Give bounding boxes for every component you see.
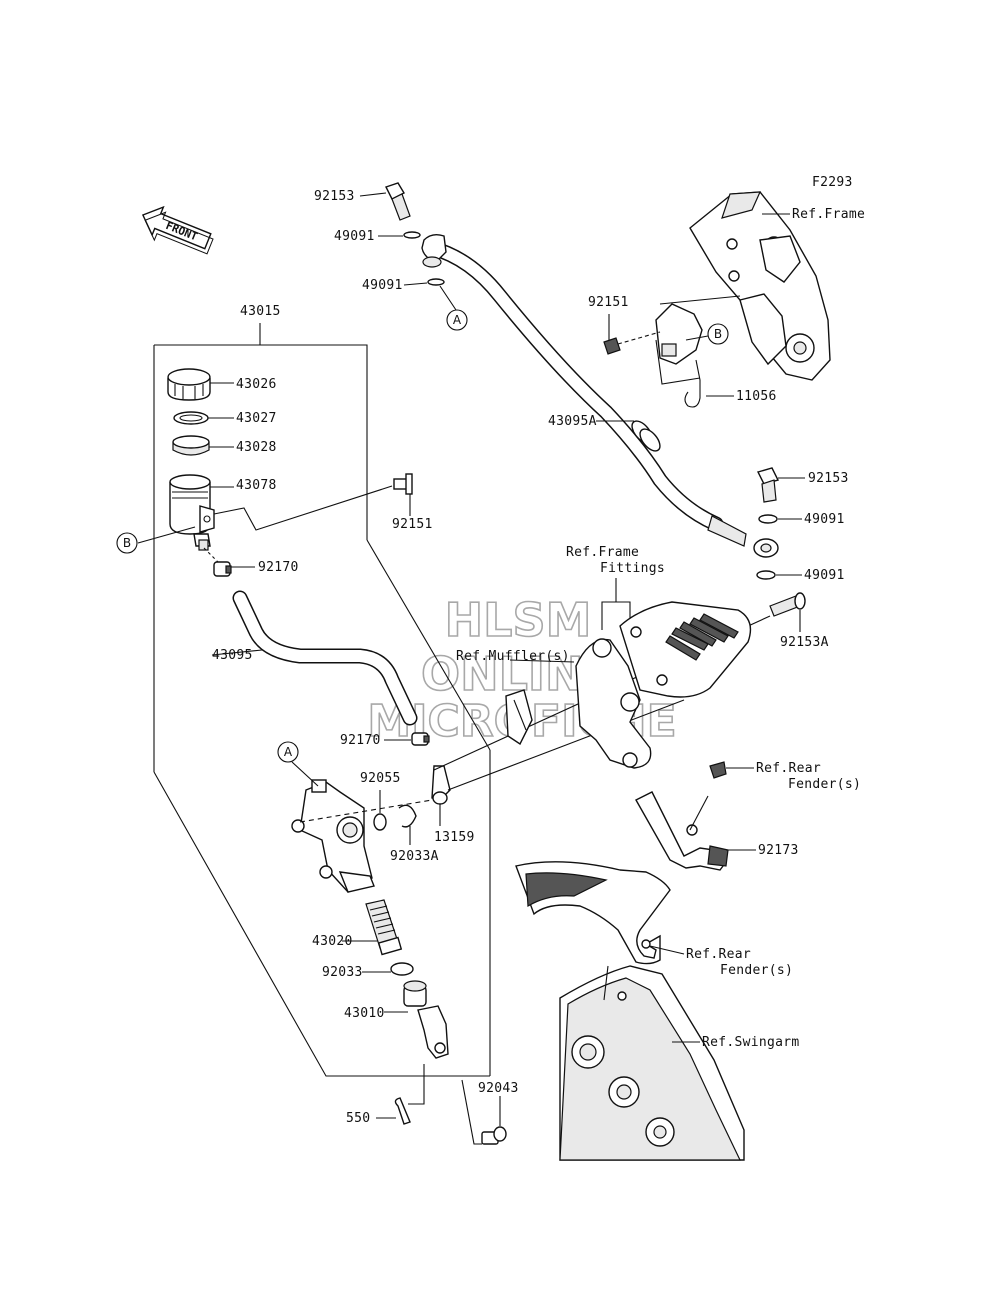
circlip-92033: [390, 962, 414, 976]
washer-49091-4: [756, 570, 776, 580]
callout-b-left-text: B: [123, 536, 131, 550]
label-92151-top: 92151: [588, 295, 629, 310]
reservoir-assembly-group: 43015: [153, 304, 491, 1077]
callout-a-top-text: A: [453, 313, 462, 327]
label-ref-frame-fittings-1: Ref.Frame: [566, 545, 639, 560]
clamp-92170-top: [213, 561, 232, 577]
callout-a-top: [446, 309, 468, 331]
swingarm: [559, 965, 745, 1161]
circlip-92033A: [398, 804, 417, 828]
rear-fender-bracket: [635, 791, 729, 871]
label-ref-rear-fender-2a: Ref.Rear: [686, 947, 751, 962]
callout-a-left: [277, 741, 299, 763]
label-ref-frame-top: Ref.Frame: [792, 207, 865, 222]
label-92153A: 92153A: [780, 635, 829, 650]
clamp-92170-bottom: [411, 732, 430, 746]
label-49091-4: 49091: [804, 568, 845, 583]
bolt-92151-mid: [393, 473, 413, 495]
reservoir-diaphragm: [172, 435, 210, 456]
frame-top-right: [689, 191, 831, 381]
label-92153-right: 92153: [808, 471, 849, 486]
label-92151-mid: 92151: [392, 517, 433, 532]
reservoir-bracket: [655, 303, 703, 408]
label-ref-rear-fender-1b: Fender(s): [788, 777, 861, 792]
label-43020: 43020: [312, 934, 353, 949]
cotter-pin-550: [394, 1097, 411, 1125]
label-43028: 43028: [236, 440, 277, 455]
washer-49091-2: [427, 278, 445, 286]
label-13159: 13159: [434, 830, 475, 845]
label-550: 550: [346, 1111, 370, 1126]
o-ring-92055: [373, 813, 387, 831]
label-43095: 43095: [212, 648, 253, 663]
master-cylinder-body: [291, 779, 375, 893]
banjo-bolt-92153-top: [385, 182, 411, 221]
label-92173: 92173: [758, 843, 799, 858]
label-11056: 11056: [736, 389, 777, 404]
label-92170-bottom: 92170: [340, 733, 381, 748]
front-arrow-icon: FRONT: [141, 205, 214, 255]
label-92055: 92055: [360, 771, 401, 786]
label-92153-top: 92153: [314, 189, 355, 204]
label-49091-1: 49091: [334, 229, 375, 244]
label-ref-mufflers: Ref.Muffler(s): [456, 649, 570, 664]
washer-49091-3: [758, 514, 778, 524]
label-ref-rear-fender-1a: Ref.Rear: [756, 761, 821, 776]
fender-bolt: [709, 761, 727, 779]
label-43095A: 43095A: [548, 414, 597, 429]
label-43010: 43010: [344, 1006, 385, 1021]
watermark-line-1: HLSM: [445, 593, 592, 647]
hose-43095: [232, 590, 418, 726]
brake-hose-43095A: [421, 233, 779, 558]
frame-fittings-plate: [619, 601, 752, 698]
label-49091-3: 49091: [804, 512, 845, 527]
callout-b-left: [116, 532, 138, 554]
bolt-92153A: [769, 592, 806, 617]
pin-92043: [481, 1126, 507, 1145]
reservoir-tank: [169, 474, 215, 551]
label-ref-frame-fittings-2: Fittings: [600, 561, 665, 576]
label-ref-rear-fender-2b: Fender(s): [720, 963, 793, 978]
hose-connector-13159: [431, 765, 451, 805]
label-43027: 43027: [236, 411, 277, 426]
label-92170-top: 92170: [258, 560, 299, 575]
label-ref-swingarm: Ref.Swingarm: [702, 1035, 800, 1050]
callout-b-top-text: B: [714, 327, 722, 341]
banjo-bolt-92153-right: [756, 467, 780, 503]
label-92033: 92033: [322, 965, 363, 980]
figure-code: F2293: [812, 175, 853, 190]
push-rod-43010: [403, 980, 449, 1059]
label-92033A: 92033A: [390, 849, 439, 864]
callout-a-left-text: A: [284, 745, 293, 759]
label-92043: 92043: [478, 1081, 519, 1096]
piston-43020: [365, 899, 403, 956]
label-49091-2: 49091: [362, 278, 403, 293]
label-43026: 43026: [236, 377, 277, 392]
rear-fender: [515, 861, 671, 965]
reservoir-plate: [173, 411, 209, 425]
bolt-92151-top: [603, 331, 661, 355]
reservoir-cap: [167, 368, 211, 401]
callout-b-top: [707, 323, 729, 345]
label-43015: 43015: [240, 304, 281, 319]
muffler-bracket: [505, 638, 652, 769]
label-43078: 43078: [236, 478, 277, 493]
washer-49091-1: [403, 231, 421, 239]
